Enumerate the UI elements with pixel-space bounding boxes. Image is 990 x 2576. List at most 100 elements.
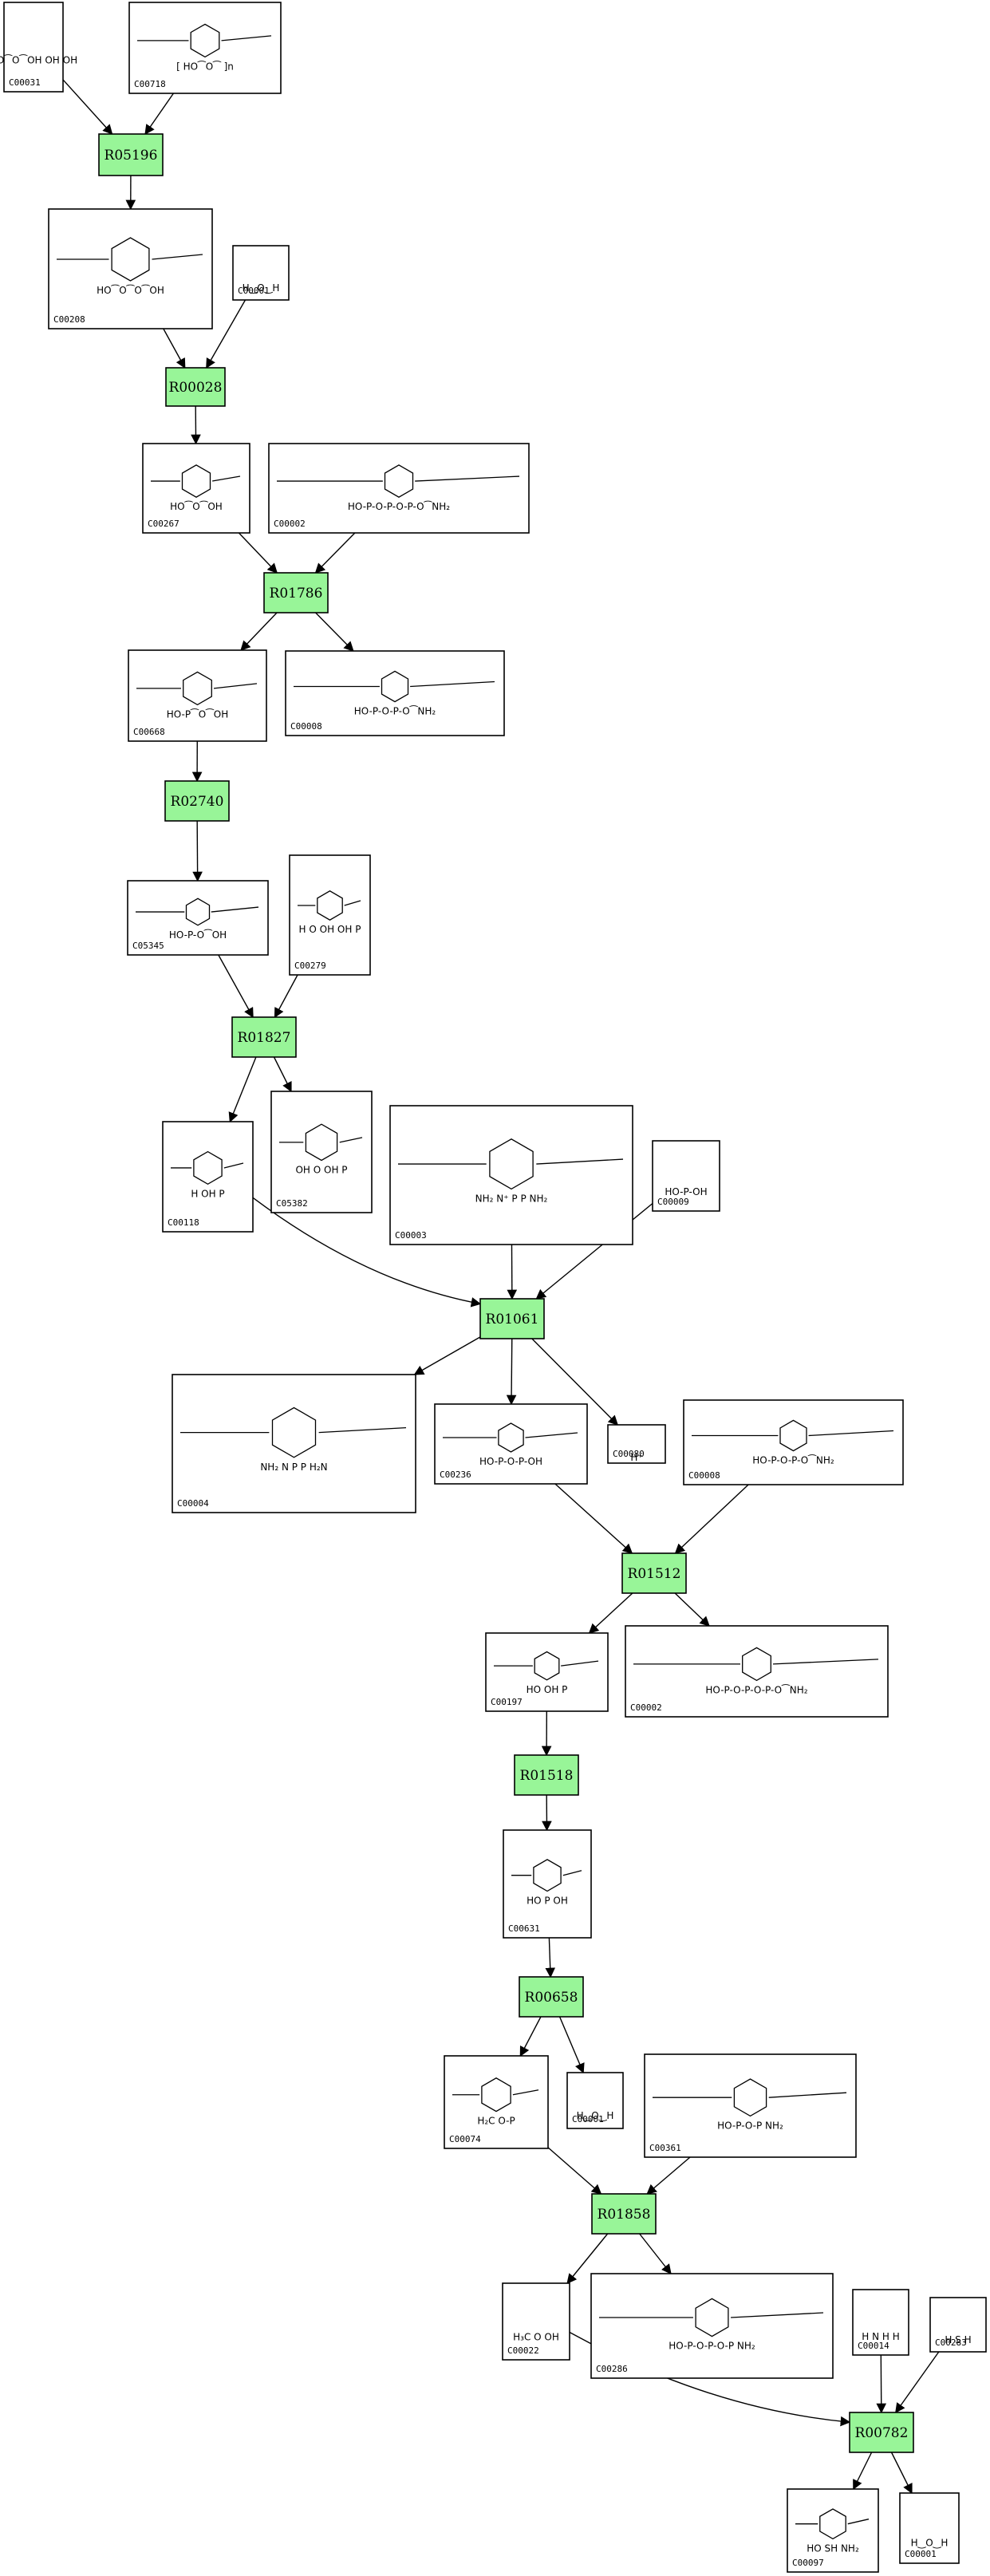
reaction-edge — [674, 1484, 749, 1554]
compound-box[interactable] — [268, 443, 530, 534]
reaction-edge — [413, 1336, 481, 1375]
compound-box[interactable] — [270, 1091, 373, 1213]
molecule-ring — [271, 1406, 317, 1458]
reaction-box[interactable] — [514, 1754, 579, 1796]
compound-node[interactable]: H⁺C00080 — [607, 1424, 666, 1464]
reaction-node[interactable]: R01512 — [621, 1552, 687, 1594]
compound-box[interactable] — [285, 650, 505, 736]
compound-id-label: C00286 — [596, 2364, 628, 2374]
reaction-box[interactable] — [479, 1298, 545, 1339]
molecule-ring — [819, 2508, 846, 2540]
compound-box[interactable] — [485, 1632, 609, 1712]
compound-box[interactable] — [502, 2282, 570, 2361]
reaction-box[interactable] — [621, 1552, 687, 1594]
compound-box[interactable] — [566, 2072, 624, 2129]
compound-box[interactable] — [142, 443, 250, 534]
reaction-edge — [228, 1056, 257, 1123]
molecule-bond — [152, 254, 203, 260]
reaction-node[interactable]: R02740 — [164, 780, 230, 822]
reaction-box[interactable] — [164, 780, 230, 822]
compound-box[interactable] — [232, 245, 290, 301]
reaction-node[interactable]: R01061 — [479, 1298, 545, 1339]
reaction-node[interactable]: R05196 — [98, 133, 164, 176]
reaction-node[interactable]: R01786 — [263, 572, 329, 613]
compound-box[interactable] — [434, 1403, 588, 1485]
reaction-box[interactable] — [263, 572, 329, 613]
molecule-ring — [481, 2077, 511, 2112]
compound-box[interactable] — [787, 2488, 879, 2573]
molecule-ring — [733, 2078, 767, 2117]
compound-id-label: C00003 — [395, 1230, 427, 1241]
compound-box[interactable] — [929, 2297, 987, 2353]
compound-box[interactable] — [289, 854, 371, 976]
compound-box[interactable] — [644, 2053, 857, 2158]
compound-box[interactable] — [625, 1625, 889, 1718]
reaction-box[interactable] — [591, 2193, 657, 2235]
reaction-node[interactable]: R00028 — [165, 367, 226, 407]
compound-box[interactable] — [128, 2, 282, 94]
reaction-node[interactable]: R00658 — [519, 1976, 584, 2018]
compound-node[interactable]: HO-P-O-P-O-P NH₂ C00286 — [590, 2273, 834, 2379]
molecule-glyph: HO⁀O⁀OH OH OH — [0, 53, 77, 65]
molecule-bond — [339, 1137, 363, 1143]
reaction-box[interactable] — [849, 2412, 914, 2453]
reaction-box[interactable] — [98, 133, 164, 176]
reaction-box[interactable] — [231, 1016, 297, 1058]
reaction-edge — [588, 1592, 633, 1634]
compound-box[interactable] — [172, 1374, 416, 1513]
molecule-ring — [489, 1138, 534, 1190]
compound-box[interactable] — [590, 2273, 834, 2379]
compound-box[interactable] — [48, 208, 213, 329]
compound-box[interactable] — [389, 1105, 633, 1245]
compound-box[interactable] — [127, 880, 269, 956]
molecule-glyph: HO-P-O-P-O-P NH₂ — [669, 2341, 755, 2352]
compound-box[interactable] — [3, 2, 64, 93]
molecule-bond — [731, 2312, 824, 2318]
molecule-glyph: HO-P-O⁀OH — [169, 929, 227, 941]
compound-box[interactable] — [128, 649, 267, 742]
reaction-node[interactable]: R01827 — [231, 1016, 297, 1058]
compound-box[interactable] — [652, 1140, 720, 1212]
reaction-box[interactable] — [519, 1976, 584, 2018]
compound-box[interactable] — [683, 1399, 904, 1485]
compound-box[interactable] — [852, 2289, 909, 2356]
compound-box[interactable] — [503, 1829, 592, 1939]
reaction-node[interactable]: R00782 — [849, 2412, 914, 2453]
compound-node[interactable]: HO-P-O⁀OH C05345 — [127, 880, 269, 956]
compound-box[interactable] — [607, 1424, 666, 1464]
reaction-box[interactable] — [165, 367, 226, 407]
reaction-node[interactable]: R01858 — [591, 2193, 657, 2235]
compound-box[interactable] — [899, 2492, 960, 2564]
reaction-node[interactable]: R01518 — [514, 1754, 579, 1796]
compound-box[interactable] — [444, 2055, 549, 2149]
compound-box[interactable] — [162, 1121, 254, 1233]
compound-id-label: C05345 — [132, 941, 164, 951]
